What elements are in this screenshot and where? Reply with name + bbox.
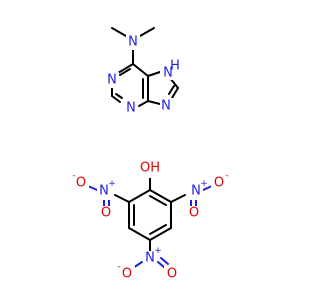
atom-ol-label: O (76, 176, 86, 191)
bond-n9-c4 (147, 100, 161, 105)
atom-ol2-label: O (101, 206, 111, 221)
atom-oh-label: OH (140, 161, 160, 176)
bond-c5-n7 (147, 71, 161, 77)
bond-methyl-right (139, 27, 155, 37)
bond-n3-c4 (138, 100, 149, 107)
bond-methyl-left (111, 27, 127, 37)
atom-or-charge: - (225, 171, 228, 181)
atom-nl-label: N (99, 184, 109, 199)
bond-c3-c4 (128, 227, 151, 241)
bond-nl-ol (87, 185, 98, 191)
atom-nb-label: N (145, 251, 155, 266)
atom-n9-label: N (161, 99, 171, 114)
bond-c4-c5 (149, 227, 172, 241)
atom-or2-label: O (189, 206, 199, 221)
atom-nr-label: N (191, 184, 201, 199)
bond-c5-c6 (132, 63, 149, 77)
structure-canvas: N H N N N N (72, 27, 229, 282)
atom-ob-charge: - (117, 262, 120, 272)
bond-nb-ob2 (157, 261, 166, 269)
molecule-picric-acid: OH N + O - O N + O - O N + O - O (72, 160, 229, 282)
atom-nb-charge: + (154, 246, 162, 256)
bond-c2-nl (114, 194, 130, 203)
atom-ob2-label: O (167, 267, 177, 282)
bond-c6-c1-double (149, 195, 167, 206)
atom-nr-charge: + (200, 179, 208, 189)
bond-c6-nr (170, 194, 186, 203)
bond-c6-n1-double (119, 68, 131, 76)
atom-ol-charge: - (72, 171, 75, 181)
bond-c6-n1 (117, 63, 134, 74)
bond-nr-or (202, 185, 213, 191)
atom-n7-label: N (163, 66, 173, 81)
bond-c4-c5-double (149, 224, 167, 235)
atom-or-label: O (214, 176, 224, 191)
bond-c1-c2 (128, 189, 151, 203)
atom-n1-label: N (107, 73, 117, 88)
atom-n6-label: N (128, 35, 138, 50)
molecule-dimethylaminopurine: N H N N N N (105, 27, 184, 116)
atom-ob-label: O (122, 267, 132, 282)
bond-c8-n9-double (168, 85, 175, 95)
bond-c2-n3 (111, 95, 121, 103)
bond-c2-n3-double (115, 93, 123, 99)
atom-n7-h-label: H (170, 59, 180, 74)
bond-c6-c1 (149, 189, 172, 203)
atom-nl-charge: + (108, 179, 116, 189)
atom-n3-label: N (126, 101, 136, 116)
bond-c8-n9 (171, 87, 179, 99)
bond-nb-ob2-double (160, 257, 169, 265)
